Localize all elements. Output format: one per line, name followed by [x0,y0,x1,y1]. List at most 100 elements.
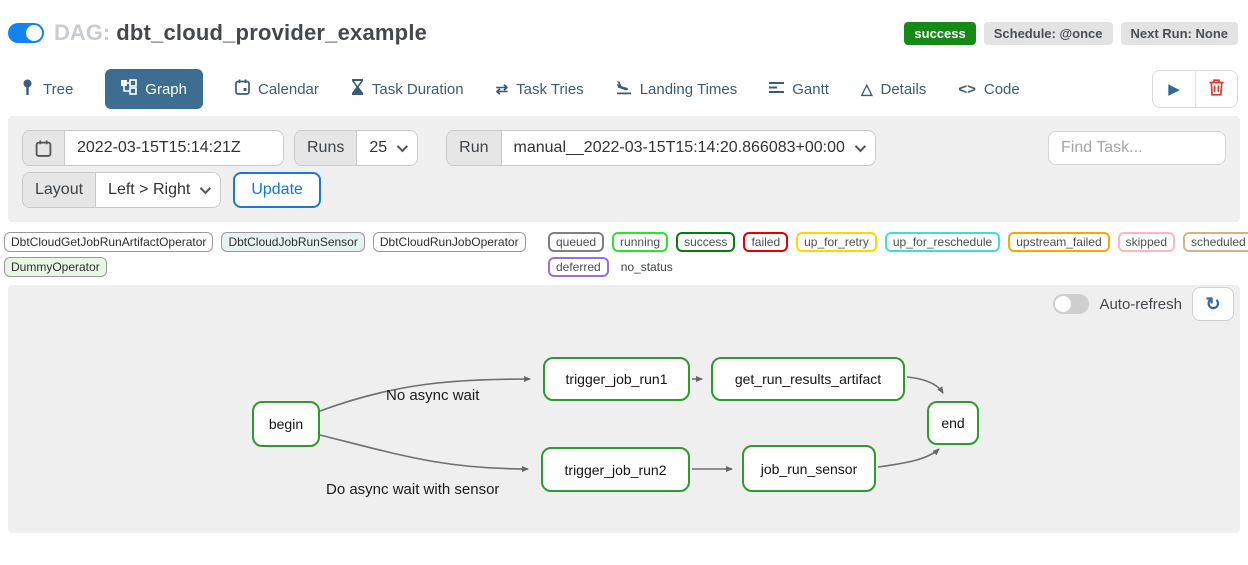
auto-refresh-toggle[interactable] [1053,294,1090,314]
toggle-knob [1055,296,1072,312]
num-runs-value: 25 [369,139,388,156]
next-run-badge: Next Run: None [1120,21,1238,45]
base-date-input[interactable] [65,131,283,165]
play-icon: ▶ [1168,81,1180,98]
task-node-get-run-results-artifact[interactable]: get_run_results_artifact [711,357,905,401]
chevron-down-icon [396,140,409,153]
runs-group: Runs 25 [294,130,419,166]
tab-label: Task Tries [516,80,584,98]
dag-run-select[interactable]: manual__2022-03-15T15:14:20.866083+00:00 [501,131,875,165]
tab-tree[interactable]: Tree [20,79,73,99]
calendar-icon [235,79,250,99]
view-tabbar: Tree Graph Calendar Task Duration ⇄ Task… [20,68,1238,110]
runs-label: Runs [295,131,358,165]
legend: DbtCloudGetJobRunArtifactOperator DbtClo… [4,232,1248,277]
operator-badge: DbtCloudGetJobRunArtifactOperator [4,232,214,252]
state-badge: scheduled [1183,232,1248,252]
state-badge: failed [743,232,789,252]
task-node-trigger-job-run1[interactable]: trigger_job_run1 [543,357,690,401]
gantt-bars-icon [769,81,785,98]
layout-select[interactable]: Left > Right [96,173,221,207]
state-badge: up_for_retry [796,232,877,252]
state-badge: deferred [548,257,609,277]
operator-badge: DbtCloudJobRunSensor [221,232,365,252]
edge-begin-trigger2 [319,434,529,472]
triangle-icon: △ [860,80,873,98]
run-group: Run manual__2022-03-15T15:14:20.866083+0… [446,130,876,166]
edge-label: No async wait [386,387,480,404]
task-node-label: job_run_sensor [760,460,858,477]
tab-label: Task Duration [371,80,464,98]
state-badge: success [676,232,736,252]
task-node-end[interactable]: end [927,401,979,445]
tab-label: Calendar [258,80,319,98]
state-badge: upstream_failed [1008,232,1110,252]
find-task-input[interactable] [1048,131,1226,165]
trigger-dag-button[interactable]: ▶ [1153,71,1195,107]
tab-label: Landing Times [639,80,738,98]
toggle-knob [26,25,42,41]
chevron-down-icon [200,182,212,195]
landing-plane-icon [616,80,632,99]
tab-calendar[interactable]: Calendar [235,79,319,99]
operator-legend: DbtCloudGetJobRunArtifactOperator DbtClo… [4,232,548,277]
filter-panel: Runs 25 Run manual__2022-03-15T15:14:20.… [8,116,1240,222]
header-badges: success Schedule: @once Next Run: None [904,21,1238,45]
calendar-addon-icon [23,131,65,165]
dag-run-value: manual__2022-03-15T15:14:20.866083+00:00 [513,139,845,156]
auto-refresh-label: Auto-refresh [1099,295,1182,313]
chevron-down-icon [854,140,866,153]
state-badge: skipped [1117,232,1175,252]
layout-group: Layout Left > Right [22,172,222,208]
state-badge: up_for_reschedule [884,232,1001,252]
tab-label: Gantt [792,80,829,98]
operator-badge: DummyOperator [4,257,107,277]
tab-code[interactable]: <> Code [958,81,1019,98]
dag-edges [319,376,944,472]
state-badge: running [612,232,669,252]
dag-header: DAG: dbt_cloud_provider_example success … [0,0,1248,52]
num-runs-select[interactable]: 25 [357,131,418,165]
schedule-badge: Schedule: @once [983,21,1113,45]
graph-panel: Auto-refresh ↻ No async wait Do async wa… [8,285,1240,533]
update-button[interactable]: Update [233,172,321,208]
tab-gantt[interactable]: Gantt [769,81,829,98]
edge-sensor-end [877,448,940,468]
tab-label: Graph [145,80,187,98]
dag-actions-group: ▶ [1152,70,1238,108]
tab-details[interactable]: △ Details [861,81,926,98]
state-legend: queued running success failed up_for_ret… [548,232,1248,277]
tab-task-duration[interactable]: Task Duration [351,79,464,99]
tab-label: Details [880,80,927,98]
task-node-label: get_run_results_artifact [734,371,882,387]
tab-graph[interactable]: Graph [105,69,203,109]
task-node-job-run-sensor[interactable]: job_run_sensor [742,445,876,492]
retry-arrows-icon: ⇄ [495,80,509,98]
refresh-button[interactable]: ↻ [1192,287,1234,321]
task-node-trigger-job-run2[interactable]: trigger_job_run2 [541,447,690,492]
dag-pause-toggle[interactable] [8,23,44,43]
refresh-icon: ↻ [1205,293,1221,314]
state-badge: queued [548,232,605,252]
delete-dag-button[interactable] [1195,71,1237,107]
graph-icon [121,79,138,99]
task-node-begin[interactable]: begin [252,401,320,447]
tab-label: Tree [43,80,74,98]
task-node-label: trigger_job_run1 [565,371,668,387]
tab-landing-times[interactable]: Landing Times [616,80,738,99]
operator-badge: DbtCloudRunJobOperator [372,232,526,252]
tree-icon [20,79,35,99]
run-label: Run [447,131,502,165]
edge-begin-trigger1 [319,376,531,412]
graph-controls: Auto-refresh ↻ [1053,287,1234,321]
tab-task-tries[interactable]: ⇄ Task Tries [496,81,584,98]
base-date-group [22,130,284,166]
status-badge: success [904,21,976,45]
layout-label: Layout [23,173,97,207]
edge-label: Do async wait with sensor [326,481,500,498]
layout-value: Left > Right [108,181,191,198]
task-node-label: begin [268,416,304,432]
tab-label: Code [983,80,1020,98]
page-title: dbt_cloud_provider_example [116,20,428,45]
state-badge: no_status [620,260,673,274]
